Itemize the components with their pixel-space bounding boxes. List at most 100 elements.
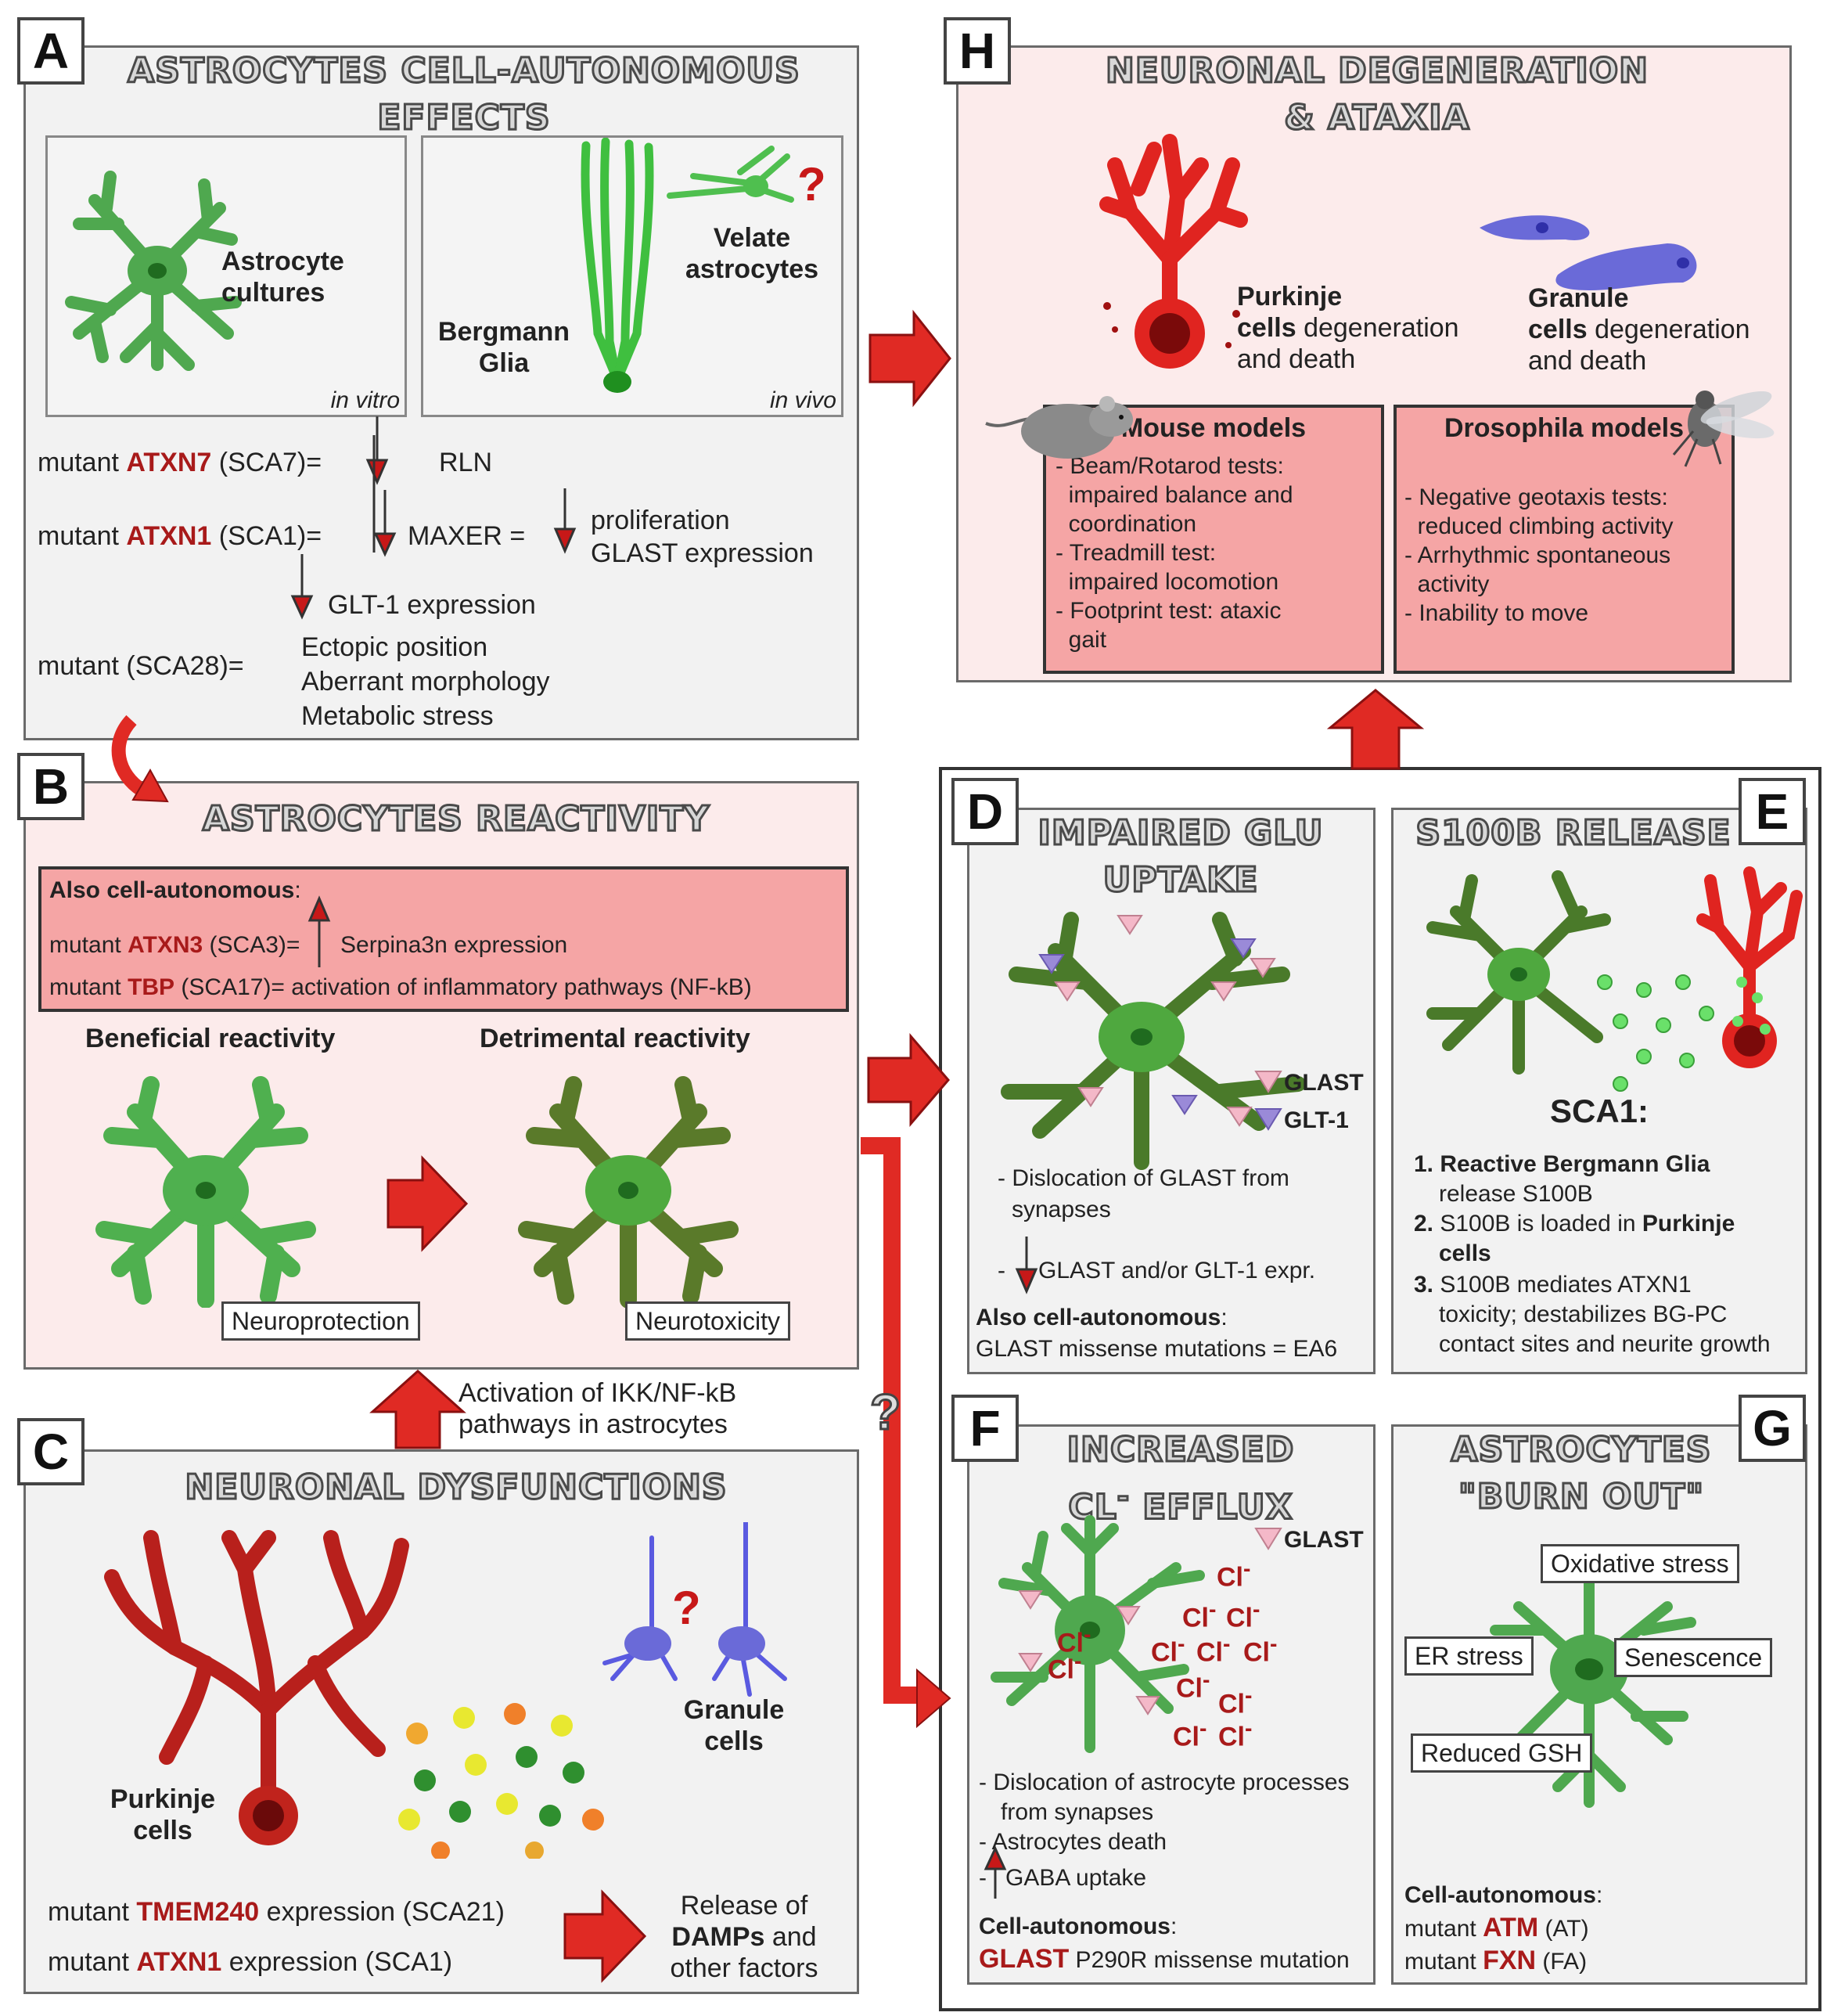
f-dislocation: - Dislocation of astrocyte processes: [979, 1769, 1350, 1795]
mouse-models-title: Mouse models: [1120, 413, 1307, 443]
velate-astrocyte-icon: [667, 146, 794, 203]
g-cell-autonomous: Cell-autonomous:: [1404, 1882, 1603, 1908]
g-atm: mutant ATM (AT): [1404, 1913, 1589, 1942]
neuroprotection-box: Neuroprotection: [221, 1301, 420, 1341]
d-dislocation: - Dislocation of GLAST from: [998, 1165, 1289, 1191]
red-arrow-icon: [867, 1032, 950, 1128]
letter-h: H: [944, 17, 1011, 85]
letter-e: E: [1739, 778, 1806, 845]
f-legend-glast-icon: [1254, 1528, 1282, 1550]
a-maxer: MAXER =: [408, 521, 526, 551]
letter-a: A: [17, 17, 85, 85]
panel-f-title: INCREASED CL- EFFLUX: [1066, 1429, 1295, 1529]
d-also-cell-autonomous: Also cell-autonomous:: [976, 1305, 1228, 1330]
a-row-atxn7: mutant ATXN7 (SCA7)=: [38, 448, 322, 477]
drosophila-models-list: - Negative geotaxis tests: reduced climb…: [1404, 483, 1673, 628]
list-item: - Footprint test: ataxic: [1055, 598, 1282, 624]
f-glast-mutation: GLAST P290R missense mutation: [979, 1944, 1350, 1974]
red-arrow-icon: [369, 1369, 466, 1449]
d-synapses: synapses: [1012, 1197, 1111, 1222]
letter-b: B: [17, 753, 85, 820]
f-gaba: GABA uptake: [1005, 1865, 1147, 1891]
panel-h: NEURONAL DEGENERATION& ATAXIA Purkinje c…: [956, 45, 1792, 682]
cl-ion: Cl-: [1218, 1716, 1253, 1752]
a-glast-expression: GLAST expression: [591, 538, 814, 568]
er-stress-box: ER stress: [1404, 1636, 1534, 1676]
beneficial-label: Beneficial reactivity: [85, 1024, 336, 1053]
fly-icon: [1672, 391, 1775, 467]
cl-ion: Cl-: [1217, 1557, 1251, 1593]
c-release-label: Release of DAMPs and other factors: [670, 1891, 818, 1983]
list-item: gait: [1055, 627, 1107, 653]
cl-ion: Cl-: [1226, 1597, 1260, 1633]
list-item: impaired balance and: [1055, 482, 1293, 508]
list-item: impaired locomotion: [1055, 569, 1279, 595]
granule-cell-icon: [602, 1522, 787, 1697]
bergmann-glia-icon: [581, 138, 654, 393]
a-aberrant: Aberrant morphology: [301, 667, 550, 697]
damps-dots: [398, 1703, 604, 1859]
panel-h-title: NEURONAL DEGENERATION& ATAXIA: [1105, 50, 1649, 139]
e-item-1: 1. Reactive Bergmann Glia: [1414, 1151, 1710, 1177]
cl-ion: Cl-: [1218, 1683, 1253, 1719]
mouse-icon: [985, 396, 1133, 459]
b-row-atxn3: mutant ATXN3 (SCA3)=: [49, 932, 300, 958]
cl-astrocyte-icon: [991, 1515, 1205, 1753]
glt1-legend-icon: [1254, 1108, 1282, 1131]
glu-astrocyte-icon: [1001, 912, 1306, 1170]
e-item-3: 3. S100B mediates ATXN1: [1414, 1272, 1692, 1298]
panel-b: ASTROCYTES REACTIVITY Also cell-autonomo…: [23, 781, 859, 1370]
d-glast-expr: GLAST and/or GLT-1 expr.: [1038, 1258, 1316, 1283]
e-item-2b: cells: [1439, 1240, 1491, 1266]
detrimental-astrocyte-icon: [518, 1076, 739, 1308]
f-death: - Astrocytes death: [979, 1829, 1167, 1855]
list-item: - Negative geotaxis tests:: [1404, 484, 1668, 510]
cl-ion: Cl-: [1182, 1597, 1217, 1633]
reduced-gsh-box: Reduced GSH: [1411, 1733, 1593, 1773]
letter-f: F: [951, 1395, 1019, 1462]
c-row-tmem240: mutant TMEM240 expression (SCA21): [48, 1897, 505, 1927]
red-arrow-icon: [861, 1137, 926, 1704]
f-dash: -: [979, 1865, 987, 1891]
b-row-tbp: mutant TBP (SCA17)= activation of inflam…: [49, 974, 752, 1000]
c-question-mark: ?: [672, 1582, 701, 1634]
e-item-1b: release S100B: [1439, 1181, 1593, 1207]
cl-ion: Cl-: [1196, 1632, 1231, 1668]
letter-d: D: [951, 778, 1019, 845]
list-item: - Treadmill test:: [1055, 540, 1217, 566]
list-item: - Arrhythmic spontaneous: [1404, 542, 1671, 568]
d-legend-glast: GLAST: [1284, 1070, 1364, 1096]
a-glt1-expression: GLT-1 expression: [328, 590, 536, 620]
list-item: - Inability to move: [1404, 600, 1589, 626]
panel-e: S100B RELEASE SCA1: 1. Reactive Be: [1391, 808, 1807, 1374]
list-item: activity: [1404, 571, 1490, 597]
panel-c-title: NEURONAL DYSFUNCTIONS: [184, 1467, 728, 1509]
f-cell-autonomous: Cell-autonomous:: [979, 1913, 1178, 1939]
mouse-models-list: - Beam/Rotarod tests: impaired balance a…: [1055, 452, 1293, 654]
letter-c: C: [17, 1418, 85, 1485]
b-also-cell-autonomous: Also cell-autonomous:: [49, 877, 301, 903]
panel-b-title: ASTROCYTES REACTIVITY: [201, 798, 710, 841]
b-serpina: Serpina3n expression: [340, 932, 568, 958]
h-purkinje-label: Purkinje cells degeneration and death: [1237, 282, 1459, 374]
list-item: coordination: [1055, 511, 1197, 537]
g-fxn: mutant FXN (FA): [1404, 1946, 1588, 1975]
glast-legend-icon: [1254, 1071, 1282, 1093]
in-vitro-label: in vitro: [330, 387, 400, 413]
e-item-3c: contact sites and neurite growth: [1439, 1331, 1771, 1357]
purkinje-degenerating-icon: [1099, 134, 1248, 369]
d-legend-glt1: GLT-1: [1284, 1107, 1349, 1133]
neurotoxicity-box: Neurotoxicity: [625, 1301, 790, 1341]
b-cell-autonomous-box: Also cell-autonomous: mutant ATXN3 (SCA3…: [38, 866, 849, 1012]
f-legend-glast: GLAST: [1284, 1527, 1364, 1553]
panel-f: INCREASED CL- EFFLUX GLAST Cl- Cl- Cl- C…: [967, 1424, 1376, 1985]
e-item-3b: toxicity; destabilizes BG-PC: [1439, 1301, 1728, 1327]
s100b-dots: [1597, 974, 1714, 1092]
senescence-box: Senescence: [1614, 1638, 1773, 1677]
red-arrow-icon: [868, 309, 951, 408]
cl-ion: Cl-: [1176, 1668, 1210, 1704]
